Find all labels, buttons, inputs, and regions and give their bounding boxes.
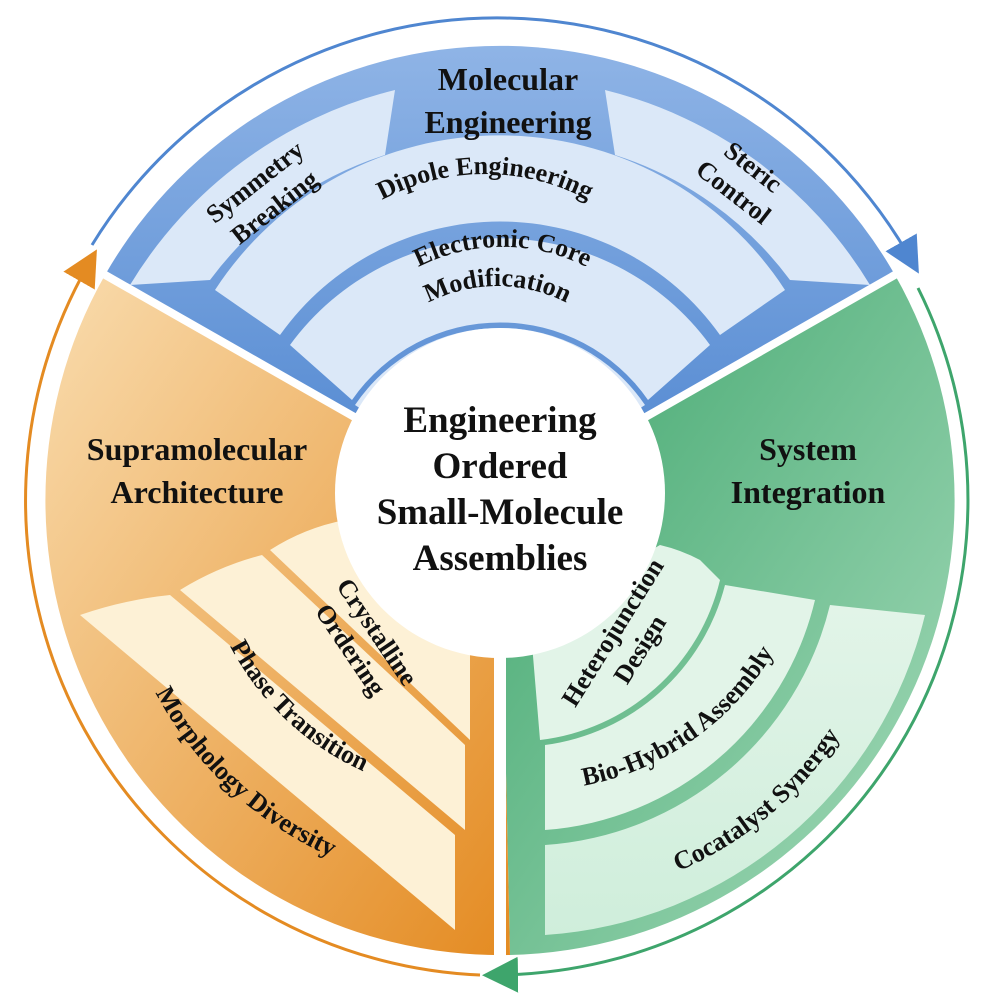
- cycle-arrow-orange: [24, 249, 481, 977]
- center-circle: [335, 328, 665, 658]
- cycle-arrow-green: [482, 287, 970, 993]
- supramolecular-title-line-1: Supramolecular: [87, 431, 307, 467]
- supramolecular-title-line-2: Architecture: [111, 474, 284, 510]
- center-line-2: Ordered: [433, 446, 568, 487]
- center-line-1: Engineering: [403, 400, 597, 441]
- center-title: Engineering Ordered Small-Molecule Assem…: [377, 400, 624, 579]
- system-title-line-1: System: [759, 431, 857, 467]
- center-line-4: Assemblies: [413, 538, 588, 579]
- system-title-line-2: Integration: [731, 474, 886, 510]
- molecular-title-line-2: Engineering: [424, 104, 591, 140]
- cycle-arrow-blue: [90, 16, 919, 274]
- center-line-3: Small-Molecule: [377, 492, 624, 533]
- molecular-title-line-1: Molecular: [438, 61, 578, 97]
